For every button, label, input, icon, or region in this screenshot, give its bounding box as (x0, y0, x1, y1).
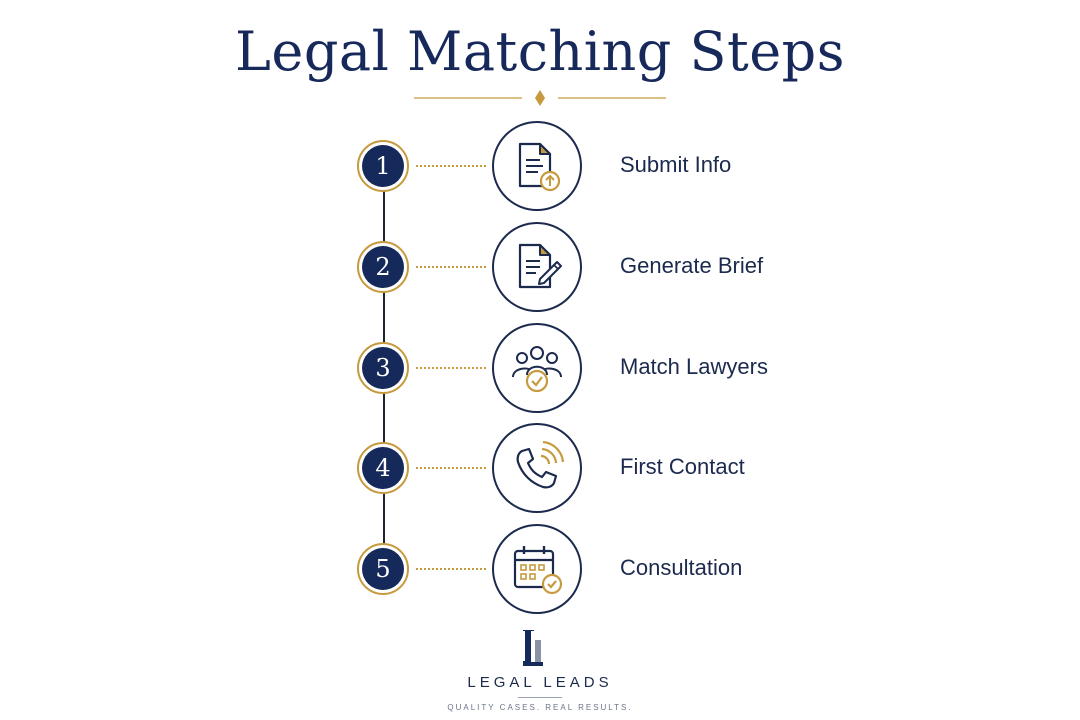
step-label: Consultation (620, 555, 743, 580)
step-label: Match Lawyers (620, 354, 768, 379)
step-number-badge: 5 (357, 543, 409, 595)
dotted-connector (416, 266, 486, 268)
step-2: 2 Generate Brief (0, 222, 1080, 312)
brand-divider (518, 697, 562, 698)
dotted-connector (416, 165, 486, 167)
legal-leads-logo (523, 630, 543, 666)
step-icon-circle (492, 121, 582, 211)
step-number: 5 (362, 548, 404, 590)
brand-name: LEGAL LEADS (467, 674, 613, 691)
step-3: 3 Match Lawyers (0, 323, 1080, 413)
step-number-badge: 1 (357, 140, 409, 192)
step-number: 1 (362, 145, 404, 187)
step-icon-circle (492, 323, 582, 413)
title-divider (414, 90, 666, 106)
step-label: Submit Info (620, 152, 732, 177)
step-4: 4 First Contact (0, 423, 1080, 513)
step-icon-circle (492, 222, 582, 312)
dotted-connector (416, 568, 486, 570)
step-number-badge: 4 (357, 442, 409, 494)
step-icon-circle (492, 423, 582, 513)
step-label: First Contact (620, 454, 745, 479)
document-upload-icon (518, 142, 561, 192)
step-label: Generate Brief (620, 253, 764, 278)
document-pen-icon (518, 243, 562, 289)
step-number-badge: 3 (357, 342, 409, 394)
step-number: 2 (362, 246, 404, 288)
group-check-icon (512, 346, 562, 393)
brand-tagline: QUALITY CASES. REAL RESULTS. (447, 703, 633, 712)
calendar-check-icon (513, 546, 563, 595)
phone-ringing-icon (516, 441, 564, 489)
step-number: 3 (362, 347, 404, 389)
dotted-connector (416, 367, 486, 369)
step-number-badge: 2 (357, 241, 409, 293)
step-1: 1 Submit Info (0, 121, 1080, 211)
page-title: Legal Matching Steps (235, 20, 845, 83)
step-icon-circle (492, 524, 582, 614)
step-number: 4 (362, 447, 404, 489)
dotted-connector (416, 467, 486, 469)
step-5: 5 Consultation (0, 524, 1080, 614)
